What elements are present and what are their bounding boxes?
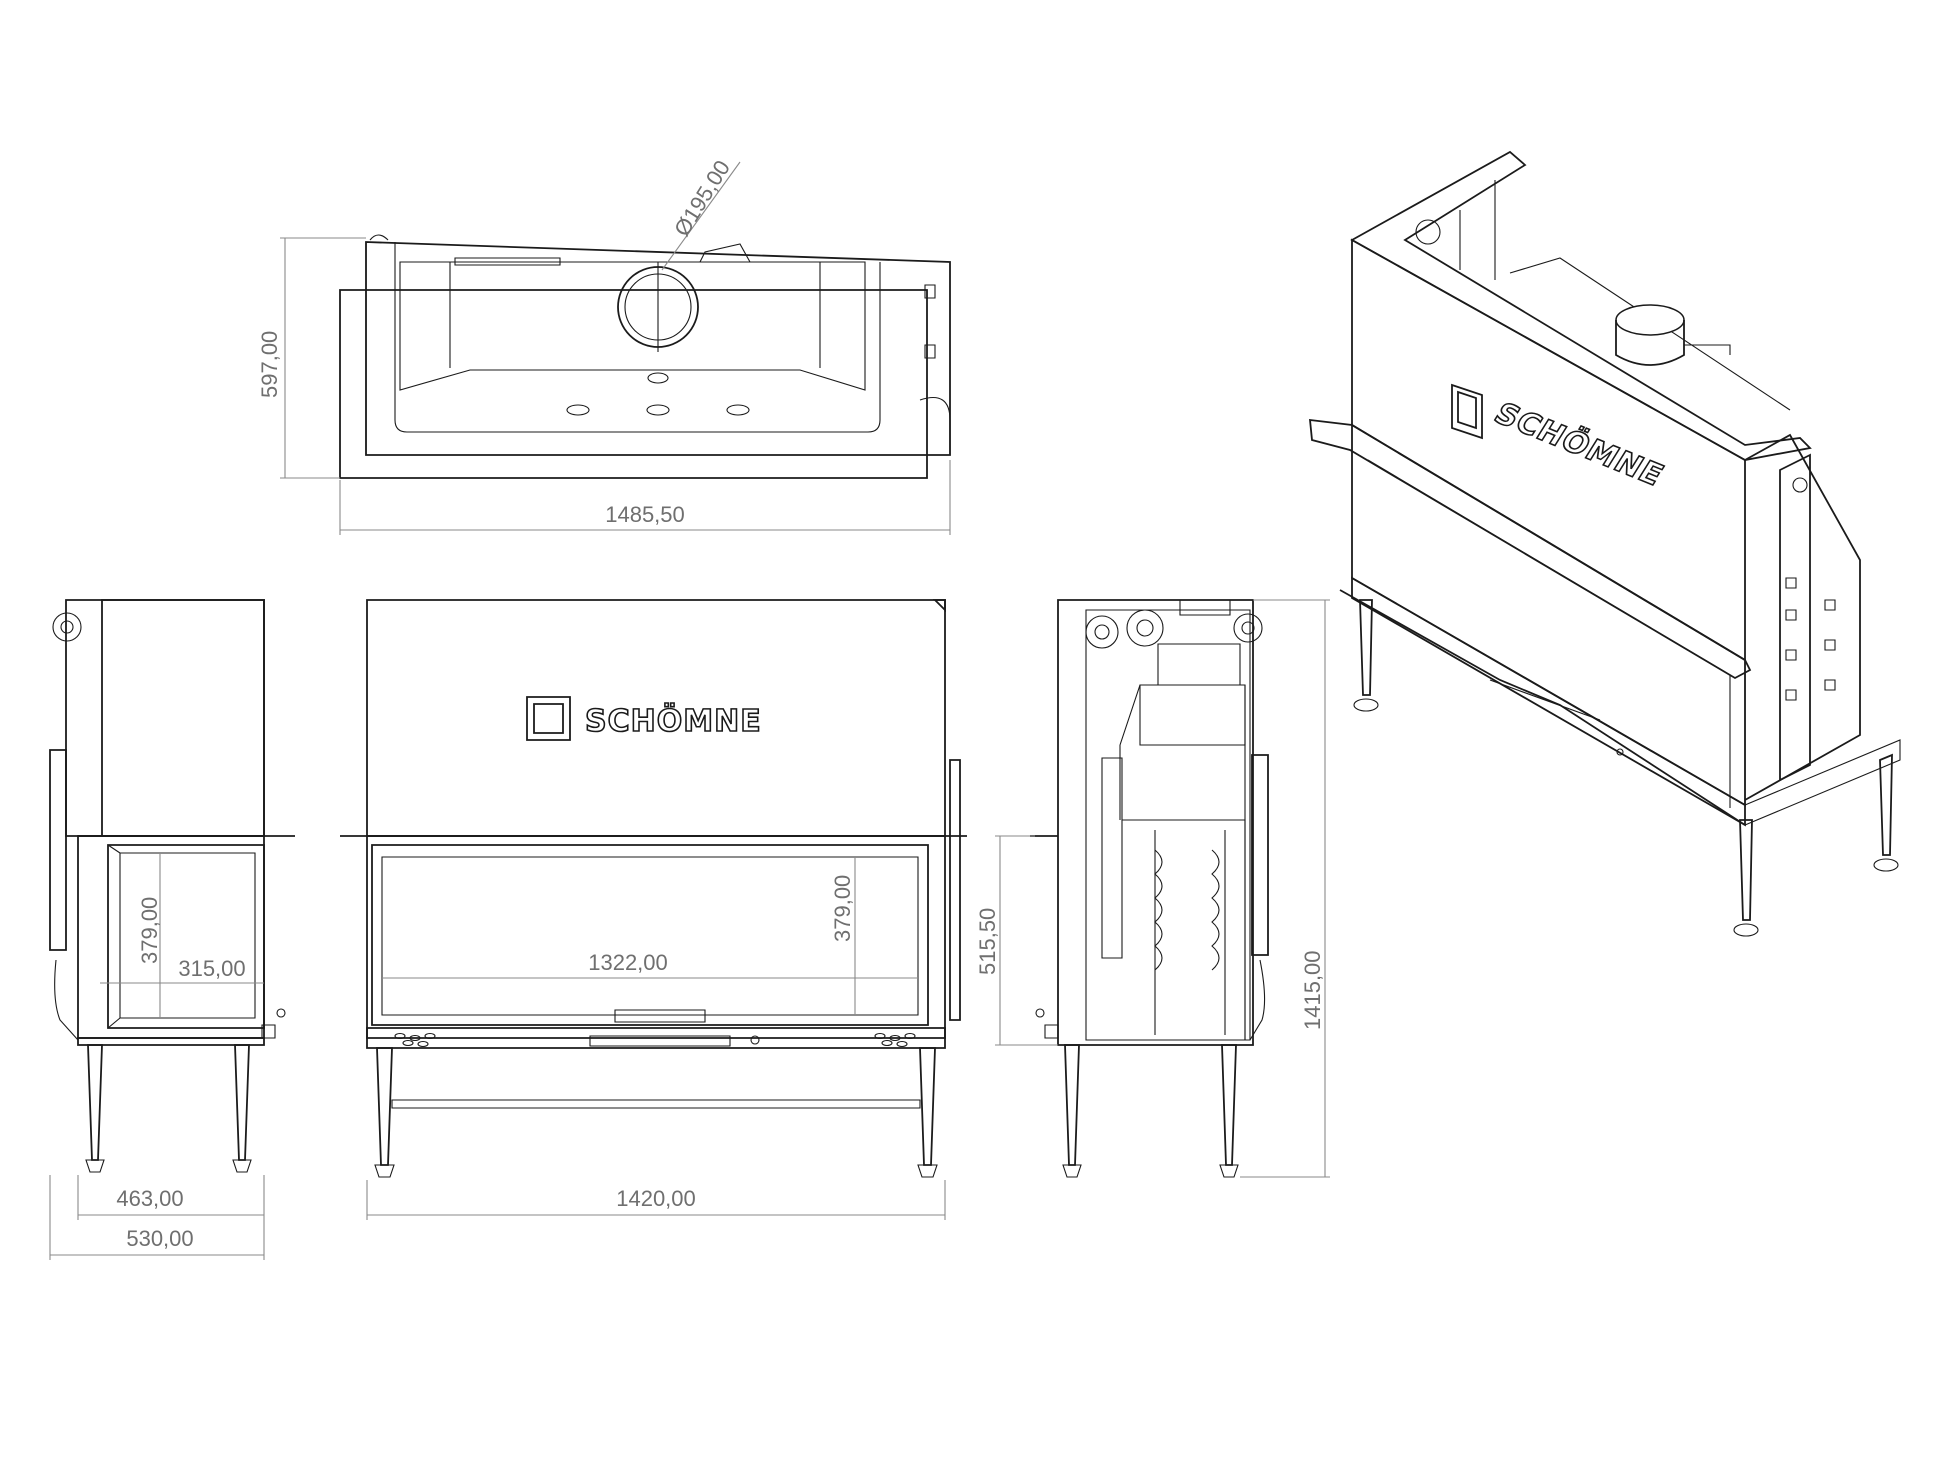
top-view: Ø195,00 597,00 1485,50 (257, 156, 951, 535)
dim-front-glass-width: 1322,00 (382, 950, 918, 979)
front-view: SCHÖMNE 379,00 (340, 599, 967, 1220)
label-left-glass-depth: 315,00 (178, 956, 245, 981)
label-right-total-height: 1415,00 (1300, 950, 1325, 1030)
label-front-glass-height: 379,00 (830, 875, 855, 942)
dim-left-glass-height: 379,00 (137, 853, 162, 1018)
dim-left-glass-depth: 315,00 (100, 956, 264, 984)
label-right-floor-to-glass: 515,50 (975, 908, 1000, 975)
label-left-glass-height: 379,00 (137, 897, 162, 964)
front-logo: SCHÖMNE (526, 696, 762, 741)
dim-left-base-depth: 463,00 (77, 1175, 265, 1220)
label-front-glass-width: 1322,00 (588, 950, 668, 975)
label-top-width: 1485,50 (605, 502, 685, 527)
dim-top-width: 1485,50 (339, 460, 951, 535)
dim-right-total-height: 1415,00 (1240, 599, 1330, 1178)
side-view-left: 379,00 315,00 463,00 530,00 (49, 599, 295, 1260)
label-flue-diameter: Ø195,00 (669, 156, 735, 241)
dim-right-floor-to-glass: 515,50 (975, 835, 1058, 1046)
front-vent-right (874, 1032, 916, 1048)
dim-front-total-width: 1420,00 (366, 1180, 946, 1220)
label-top-depth: 597,00 (257, 331, 282, 398)
label-left-total-depth: 530,00 (126, 1226, 193, 1251)
label-left-base-depth: 463,00 (116, 1186, 183, 1211)
label-front-total-width: 1420,00 (616, 1186, 696, 1211)
dim-left-total-depth: 530,00 (49, 1175, 265, 1260)
dim-front-glass-height: 379,00 (830, 857, 856, 1015)
side-view-right: 515,50 1415,00 (975, 599, 1330, 1178)
front-vent-left (394, 1032, 436, 1048)
front-brand-name: SCHÖMNE (585, 702, 762, 739)
dim-top-depth: 597,00 (257, 237, 366, 479)
iso-brand-name: SCHÖMNE (1488, 395, 1672, 493)
isometric-view: SCHÖMNE (1308, 150, 1901, 937)
